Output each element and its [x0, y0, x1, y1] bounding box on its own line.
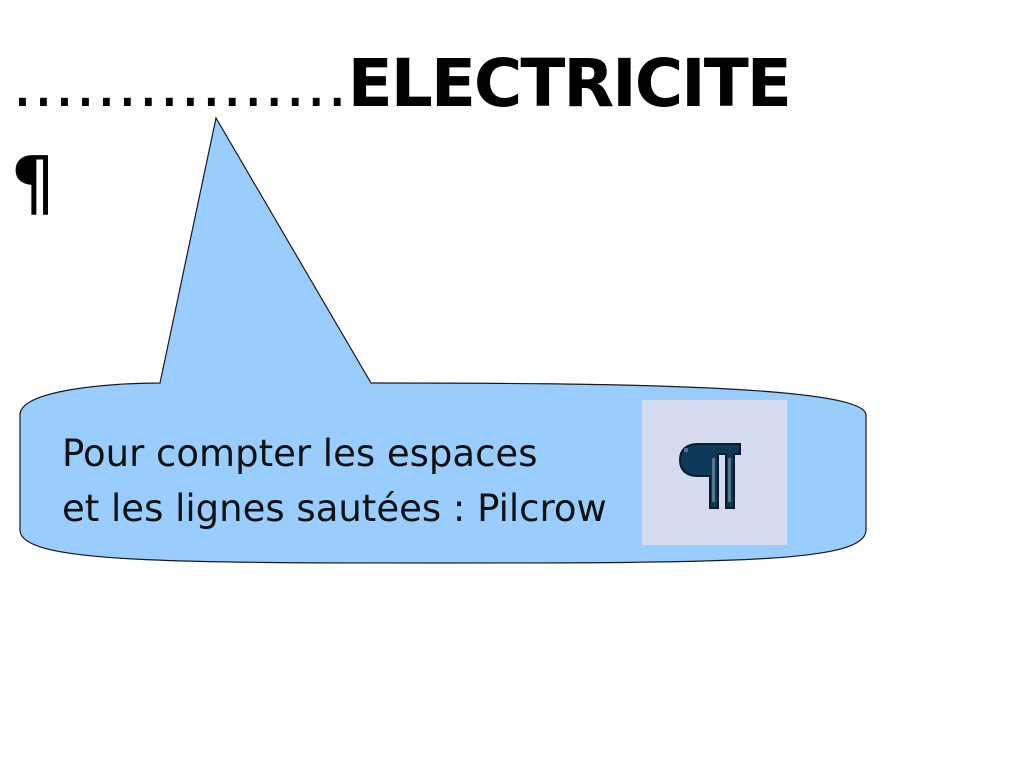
pilcrow-icon	[678, 443, 741, 509]
heading-word: ELECTRICITE	[347, 45, 792, 122]
callout-text: Pour compter les espaces et les lignes s…	[62, 426, 607, 536]
heading: ................ELECTRICITE	[12, 44, 792, 124]
heading-dots: ................	[12, 45, 348, 122]
callout-line-2: et les lignes sautées : Pilcrow	[62, 487, 607, 530]
pilcrow-mark: ¶	[10, 141, 56, 225]
pilcrow-icon-box	[642, 400, 787, 545]
callout-line-1: Pour compter les espaces	[62, 432, 538, 475]
